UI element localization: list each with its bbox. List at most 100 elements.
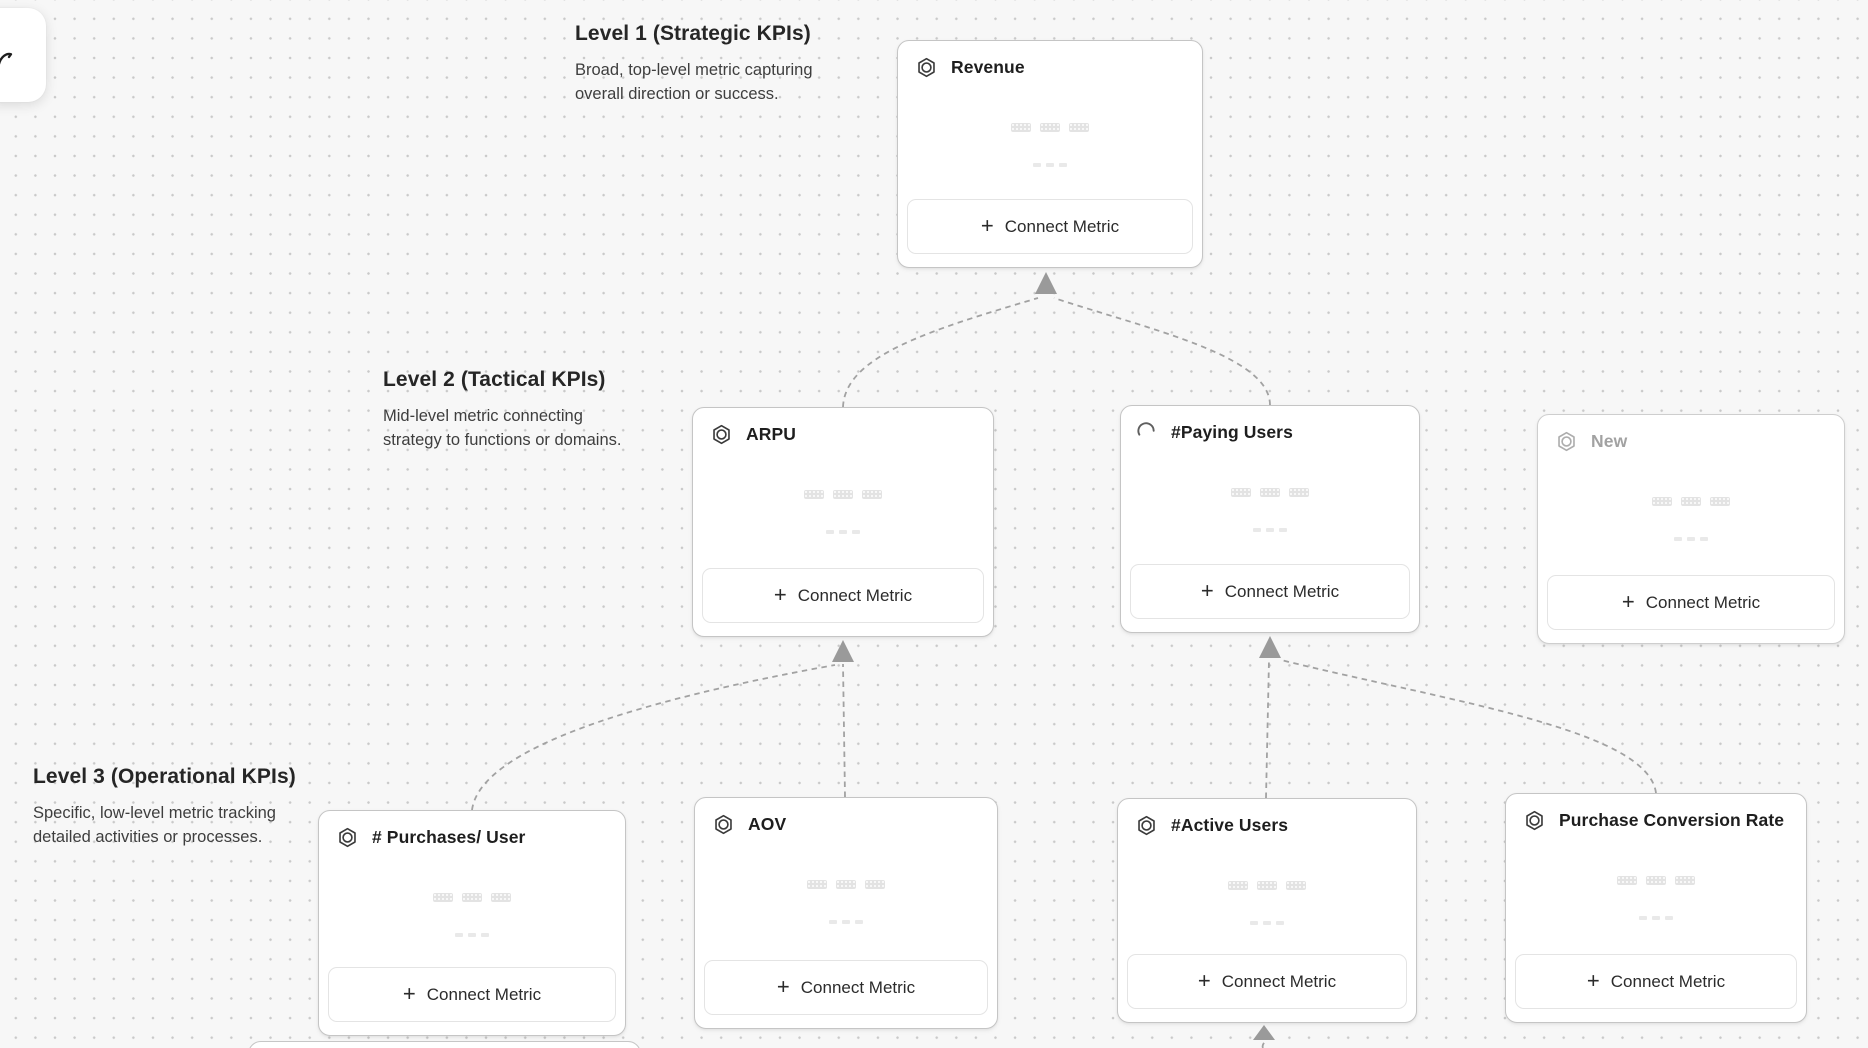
skeleton-row [1538, 537, 1844, 541]
skeleton-row [898, 163, 1202, 167]
level-caption-2: Level 2 (Tactical KPIs) Mid-level metric… [383, 368, 621, 452]
skeleton-line [1250, 921, 1258, 925]
metric-card-purchases-per-user[interactable]: # Purchases/ User + Connect Metric [318, 810, 626, 1036]
level-title: Level 3 (Operational KPIs) [33, 765, 296, 788]
metric-card-purchase-conversion-rate[interactable]: Purchase Conversion Rate + Connect Metri… [1505, 793, 1807, 1023]
skeleton-line [1665, 916, 1673, 920]
partial-card-bottom[interactable] [248, 1041, 641, 1048]
skeleton-line [852, 530, 860, 534]
skeleton-line [807, 880, 827, 889]
skeleton-row [1506, 916, 1806, 920]
skeleton-line [804, 490, 824, 499]
metric-card-title: #Active Users [1171, 815, 1289, 835]
skeleton-line [826, 530, 834, 534]
plus-icon: + [776, 973, 790, 999]
skeleton-line [1675, 876, 1695, 885]
plus-icon: + [980, 212, 994, 238]
skeleton-line [1700, 537, 1708, 541]
arrowhead [1253, 1025, 1275, 1040]
skeleton-line [1266, 528, 1274, 532]
skeleton-row [1121, 528, 1419, 532]
edge-offscreen-to-active-users [1261, 1039, 1266, 1048]
skeleton-row [695, 880, 997, 889]
cursor-stroke-icon [0, 52, 13, 65]
metric-card-title: New [1591, 431, 1628, 451]
metric-card-title: Revenue [951, 57, 1025, 77]
skeleton-row [1506, 876, 1806, 885]
level-title: Level 2 (Tactical KPIs) [383, 368, 606, 391]
skeleton-line [481, 933, 489, 937]
skeleton-row [1121, 488, 1419, 497]
skeleton-line [1687, 537, 1695, 541]
metric-card-title: AOV [748, 814, 787, 834]
metric-card-title: ARPU [746, 424, 796, 444]
skeleton-line [833, 490, 853, 499]
metric-card-aov[interactable]: AOV + Connect Metric [694, 797, 998, 1029]
connect-metric-button[interactable]: + Connect Metric [1515, 954, 1797, 1009]
connect-metric-button[interactable]: + Connect Metric [1547, 575, 1835, 630]
connect-metric-label: Connect Metric [426, 984, 542, 1004]
card-header: Revenue [915, 56, 1188, 79]
skeleton-line [491, 893, 511, 902]
card-header: #Active Users [1135, 814, 1402, 837]
skeleton-line [1040, 123, 1060, 132]
metric-card-new[interactable]: New + Connect Metric [1537, 414, 1845, 644]
skeleton-line [1286, 881, 1306, 890]
arrowhead [832, 640, 854, 662]
connect-metric-label: Connect Metric [797, 585, 913, 605]
connect-metric-label: Connect Metric [1221, 971, 1337, 991]
plus-icon: + [1586, 967, 1600, 993]
card-header: New [1555, 430, 1830, 453]
level-description-line: overall direction or success. [575, 85, 779, 103]
skeleton-row [319, 933, 625, 937]
skeleton-line [836, 880, 856, 889]
skeleton-line [1069, 123, 1089, 132]
card-header: Purchase Conversion Rate [1523, 809, 1792, 832]
edge-arpu-to-revenue [842, 297, 1039, 408]
skeleton-line [433, 893, 453, 902]
skeleton-line [1652, 497, 1672, 506]
hexagon-metric-icon [712, 813, 735, 836]
skeleton-line [865, 880, 885, 889]
plus-icon: + [1621, 588, 1635, 614]
connect-metric-button[interactable]: + Connect Metric [1130, 564, 1410, 619]
arrowhead [1259, 636, 1281, 658]
skeleton-line [1276, 921, 1284, 925]
connect-metric-button[interactable]: + Connect Metric [328, 967, 616, 1022]
skeleton-line [1674, 537, 1682, 541]
connect-metric-button[interactable]: + Connect Metric [702, 568, 984, 623]
skeleton-line [1257, 881, 1277, 890]
metric-card-title: Purchase Conversion Rate [1559, 810, 1785, 830]
cursor-tool-button[interactable] [0, 8, 46, 102]
skeleton-row [1538, 497, 1844, 506]
metric-card-active-users[interactable]: #Active Users + Connect Metric [1117, 798, 1417, 1023]
skeleton-line [1652, 916, 1660, 920]
skeleton-line [1228, 881, 1248, 890]
edge-pcr-to-paying-users [1280, 659, 1657, 794]
edge-aov-to-arpu [842, 663, 846, 798]
skeleton-line [1289, 488, 1309, 497]
metric-card-revenue[interactable]: Revenue + Connect Metric [897, 40, 1203, 268]
arrowhead [1035, 272, 1057, 294]
metric-card-paying-users[interactable]: #Paying Users + Connect Metric [1120, 405, 1420, 633]
metric-card-title: #Paying Users [1171, 422, 1293, 442]
card-header: AOV [712, 813, 983, 836]
card-header: # Purchases/ User [336, 826, 611, 849]
metric-card-arpu[interactable]: ARPU + Connect Metric [692, 407, 994, 637]
skeleton-row [319, 893, 625, 902]
skeleton-row [695, 920, 997, 924]
plus-icon: + [773, 581, 787, 607]
connect-metric-button[interactable]: + Connect Metric [907, 199, 1193, 254]
skeleton-line [1046, 163, 1054, 167]
plus-icon: + [402, 980, 416, 1006]
metric-card-title: # Purchases/ User [372, 827, 526, 847]
plus-icon: + [1200, 577, 1214, 603]
skeleton-line [1639, 916, 1647, 920]
connect-metric-button[interactable]: + Connect Metric [1127, 954, 1407, 1009]
connect-metric-button[interactable]: + Connect Metric [704, 960, 988, 1015]
connect-metric-label: Connect Metric [1645, 592, 1761, 612]
hexagon-metric-icon [1523, 809, 1546, 832]
card-header: #Paying Users [1135, 421, 1405, 444]
skeleton-line [842, 920, 850, 924]
